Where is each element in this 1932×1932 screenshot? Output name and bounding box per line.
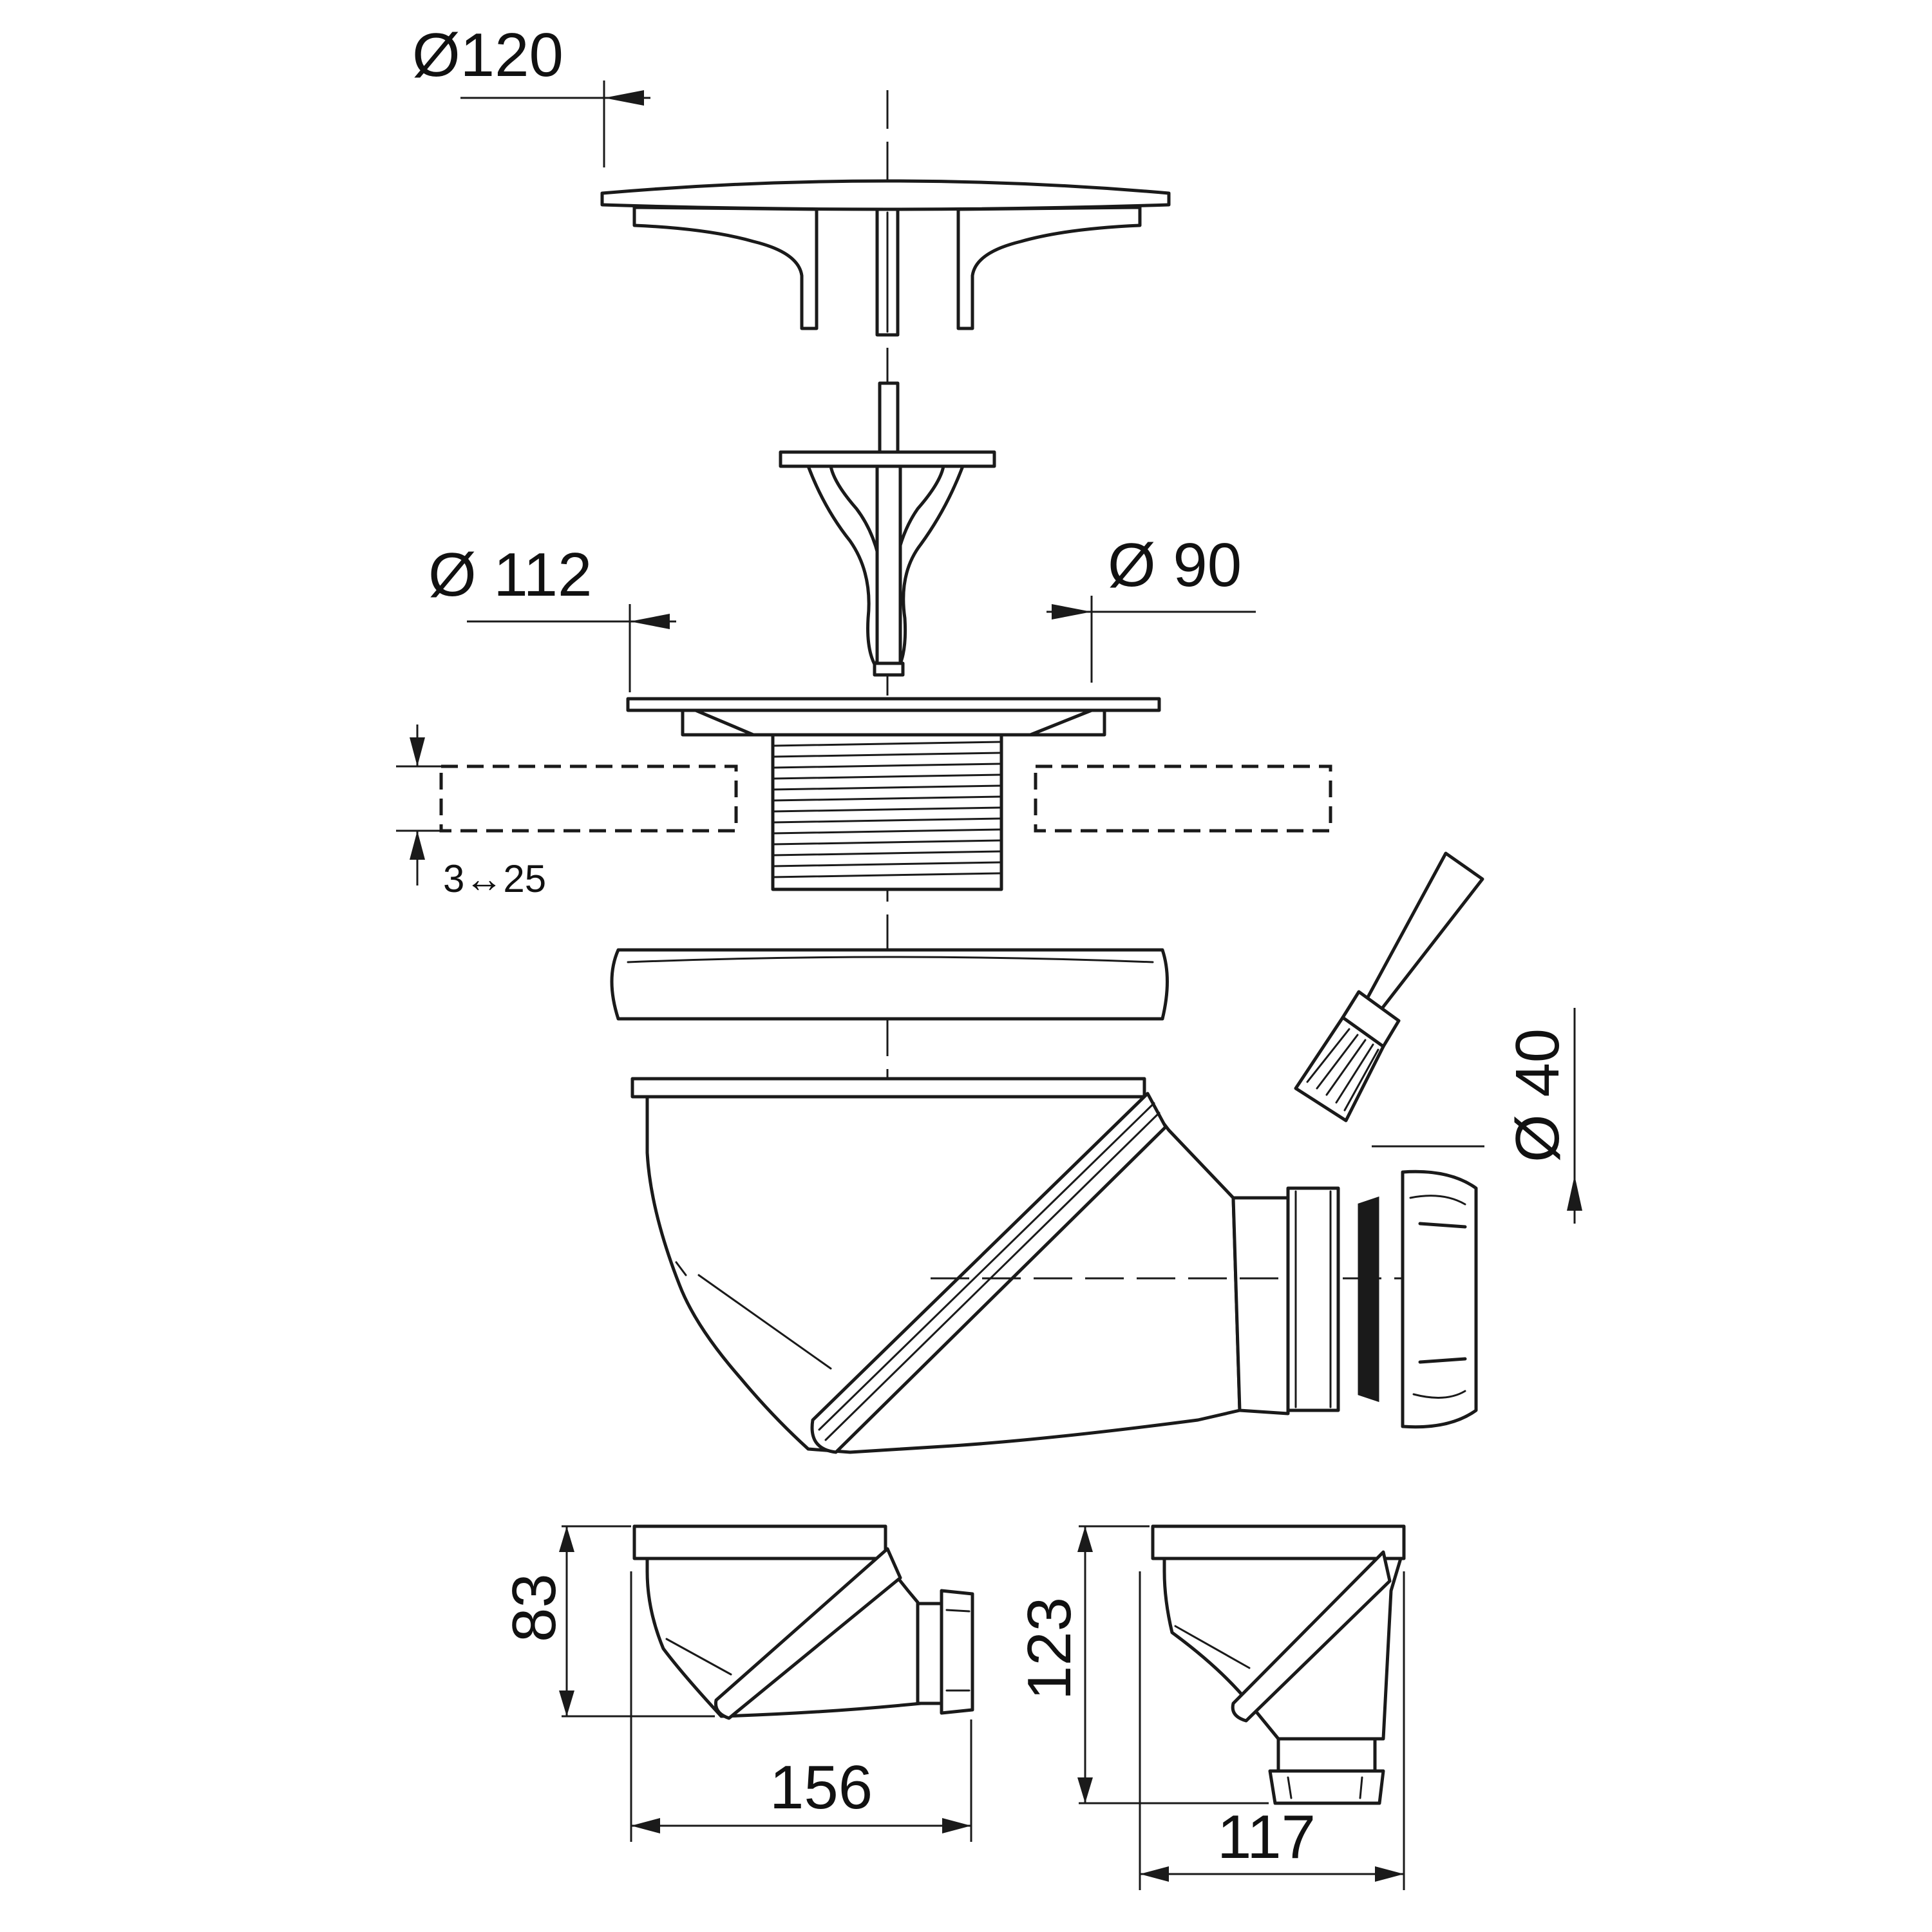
flange-diameter-dimension: Ø 112 <box>428 540 676 692</box>
pipe-diameter-dimension: Ø 40 <box>1372 1008 1582 1224</box>
side-view-height-label: 83 <box>500 1573 569 1642</box>
cover-diameter-label: Ø120 <box>412 21 564 90</box>
side-view-height-dimension: 83 <box>500 1525 715 1718</box>
flange-diameter-label: Ø 112 <box>428 540 592 609</box>
side-view-length-dimension: 156 <box>630 1571 972 1842</box>
tray-thickness-label: 3↔25 <box>443 857 546 900</box>
outlet-diameter-dimension: Ø 90 <box>1046 531 1256 683</box>
threaded-flange-body <box>626 697 1161 891</box>
front-view-width-label: 117 <box>1217 1803 1316 1871</box>
side-view <box>632 1524 974 1720</box>
thread-lines <box>772 741 1003 878</box>
glue-brush-icon <box>1294 851 1484 1122</box>
side-view-length-label: 156 <box>770 1753 873 1822</box>
cover-diameter-dimension: Ø120 <box>412 21 650 167</box>
spindle-strainer <box>779 381 996 677</box>
front-view-height-label: 123 <box>1015 1597 1084 1700</box>
sealing-ring <box>610 948 1169 1021</box>
drain-cover <box>600 179 1171 337</box>
front-view-width-dimension: 117 <box>1139 1571 1405 1890</box>
front-view-height-dimension: 123 <box>1015 1525 1269 1804</box>
shower-tray-section <box>439 764 1332 833</box>
pipe-diameter-label: Ø 40 <box>1503 1028 1572 1162</box>
outlet-diameter-label: Ø 90 <box>1108 531 1242 600</box>
tray-thickness-dimension: 3↔25 <box>396 724 546 900</box>
trap-body <box>630 1077 1417 1454</box>
front-view <box>1151 1524 1406 1805</box>
outlet-nut-and-seal <box>1286 1170 1478 1429</box>
